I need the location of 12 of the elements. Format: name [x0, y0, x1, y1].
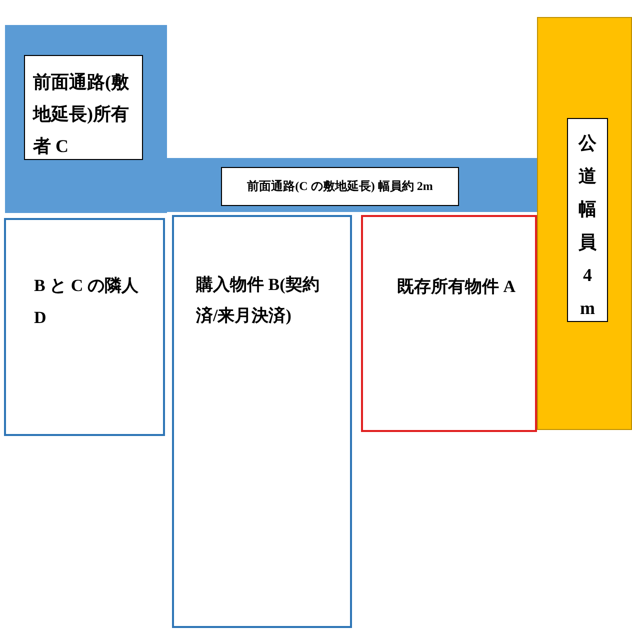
lot-label: B と C の隣人 D	[34, 275, 140, 329]
purchased-lot	[172, 215, 352, 628]
road-owner-label: 前面通路(敷地延長)所有者 C	[24, 55, 143, 160]
private-road-area	[5, 25, 167, 213]
public-road-label: 公道幅員4m	[578, 132, 598, 320]
public-road	[537, 17, 632, 430]
road-width-label: 前面通路(C の敷地延長) 幅員約 2m	[221, 167, 459, 206]
lot-label: 購入物件 B(契約済/来月決済)	[196, 274, 320, 327]
lot-label: 既存所有物件 A	[397, 276, 517, 298]
neighbor-lot	[4, 218, 165, 436]
access-road-strip	[167, 158, 537, 212]
owned-lot	[361, 215, 537, 432]
